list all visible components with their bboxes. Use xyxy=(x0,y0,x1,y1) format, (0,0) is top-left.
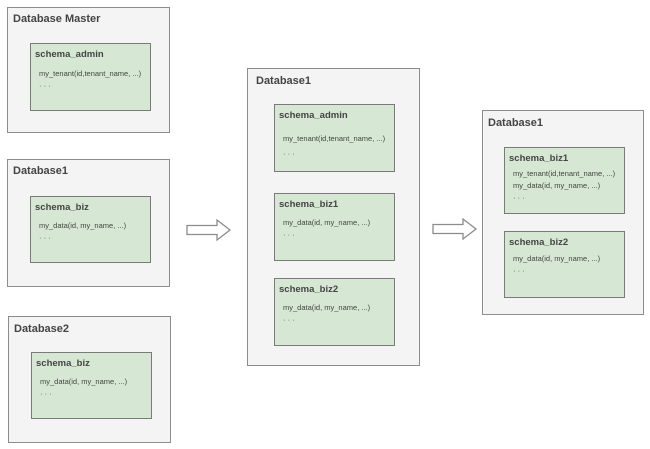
database-title: Database1 xyxy=(256,75,312,87)
schema-box: schema_biz1 my_data(id, my_name, ...) · … xyxy=(274,193,395,261)
table-entry: my_data(id, my_name, ...) xyxy=(39,221,127,230)
ellipsis: · · · xyxy=(513,266,525,275)
ellipsis: · · · xyxy=(283,149,295,158)
table-entry: my_data(id, my_name, ...) xyxy=(513,181,601,190)
database-title: Database Master xyxy=(13,13,101,25)
schema-title: schema_biz xyxy=(35,202,89,213)
database-title: Database1 xyxy=(488,117,544,129)
schema-title: schema_biz2 xyxy=(279,284,339,295)
ellipsis: · · · xyxy=(283,315,295,324)
table-entry: my_tenant(id,tenant_name, ...) xyxy=(283,134,386,143)
table-entry: my_tenant(id,tenant_name, ...) xyxy=(39,69,142,78)
ellipsis: · · · xyxy=(39,81,51,90)
schema-title: schema_biz2 xyxy=(509,237,569,248)
database1-merged-box: Database1 schema_admin my_tenant(id,tena… xyxy=(247,68,420,366)
database1-result-box: Database1 schema_biz1 my_tenant(id,tenan… xyxy=(482,110,644,315)
schema-title: schema_biz xyxy=(36,358,90,369)
database1-box: Database1 schema_biz my_data(id, my_name… xyxy=(7,159,170,287)
ellipsis: · · · xyxy=(283,230,295,239)
arrow-right-icon xyxy=(186,219,232,241)
database2-box: Database2 schema_biz my_data(id, my_name… xyxy=(8,316,171,443)
schema-box: schema_biz1 my_tenant(id,tenant_name, ..… xyxy=(504,147,625,214)
database-master-box: Database Master schema_admin my_tenant(i… xyxy=(7,7,170,133)
table-entry: my_data(id, my_name, ...) xyxy=(40,377,128,386)
table-entry: my_data(id, my_name, ...) xyxy=(283,303,371,312)
table-entry: my_data(id, my_name, ...) xyxy=(513,254,601,263)
table-entry: my_tenant(id,tenant_name, ...) xyxy=(513,169,616,178)
schema-title: schema_biz1 xyxy=(509,153,569,164)
ellipsis: · · · xyxy=(40,389,52,398)
schema-title: schema_admin xyxy=(35,49,104,60)
schema-box: schema_admin my_tenant(id,tenant_name, .… xyxy=(30,43,151,111)
schema-box: schema_biz2 my_data(id, my_name, ...) · … xyxy=(274,278,395,346)
database-title: Database2 xyxy=(14,323,70,335)
schema-box: schema_biz2 my_data(id, my_name, ...) · … xyxy=(504,231,625,298)
ellipsis: · · · xyxy=(513,193,525,202)
database-title: Database1 xyxy=(13,165,69,177)
schema-box: schema_biz my_data(id, my_name, ...) · ·… xyxy=(31,352,152,419)
schema-title: schema_admin xyxy=(279,110,348,121)
ellipsis: · · · xyxy=(39,233,51,242)
schema-box: schema_admin my_tenant(id,tenant_name, .… xyxy=(274,104,395,172)
arrow-right-icon xyxy=(432,218,478,240)
table-entry: my_data(id, my_name, ...) xyxy=(283,218,371,227)
schema-box: schema_biz my_data(id, my_name, ...) · ·… xyxy=(30,196,151,263)
schema-title: schema_biz1 xyxy=(279,199,339,210)
